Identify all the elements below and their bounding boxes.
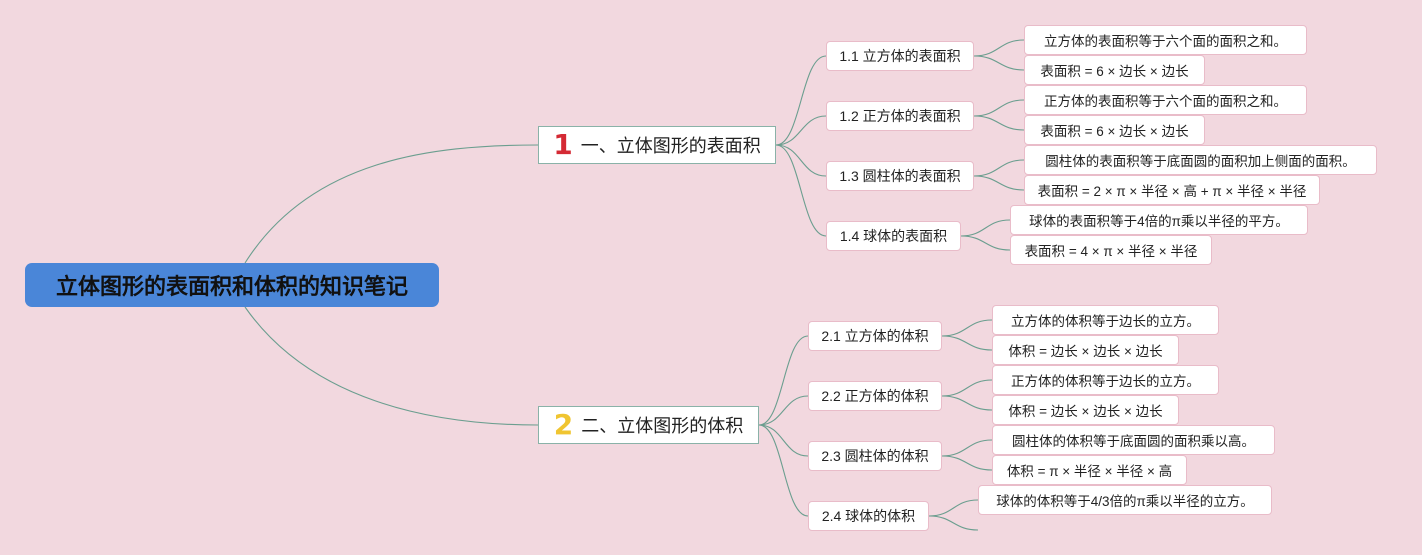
connector-note-1-4-2 xyxy=(960,235,1011,251)
note[interactable]: 立方体的体积等于边长的立方。 xyxy=(992,305,1219,335)
connector-branch-2-sub-4 xyxy=(758,424,809,517)
note[interactable]: 表面积 = 6 × 边长 × 边长 xyxy=(1024,115,1205,145)
note[interactable]: 体积 = π × 半径 × 半径 × 高 xyxy=(992,455,1187,485)
connector-branch-1-sub-2 xyxy=(775,115,827,146)
connector-note-1-3-2 xyxy=(973,175,1025,191)
connector-note-2-2-2 xyxy=(941,395,993,411)
note[interactable]: 表面积 = 6 × 边长 × 边长 xyxy=(1024,55,1205,85)
note[interactable]: 圆柱体的表面积等于底面圆的面积加上侧面的面积。 xyxy=(1024,145,1377,175)
note-text: 正方体的表面积等于六个面的面积之和。 xyxy=(1044,94,1287,109)
connector-note-1-1-2 xyxy=(973,55,1025,71)
note-text: 表面积 = 2 × π × 半径 × 高 + π × 半径 × 半径 xyxy=(1037,184,1307,199)
branch-label: 二、立体图形的体积 xyxy=(581,416,744,436)
note-text: 体积 = 边长 × 边长 × 边长 xyxy=(1008,344,1163,359)
subtopic-2-1[interactable]: 2.1 立方体的体积 xyxy=(808,321,942,351)
note[interactable]: 立方体的表面积等于六个面的面积之和。 xyxy=(1024,25,1307,55)
subtopic-label: 1.1 立方体的表面积 xyxy=(839,48,961,64)
connector-branch-1-sub-1 xyxy=(775,55,827,146)
branch-volume[interactable]: 2 二、立体图形的体积 xyxy=(538,406,759,444)
connector-note-2-2-1 xyxy=(941,379,993,397)
note-text: 体积 = 边长 × 边长 × 边长 xyxy=(1008,404,1163,419)
number-1-icon: 1 xyxy=(553,128,573,161)
subtopic-label: 1.3 圆柱体的表面积 xyxy=(839,168,961,184)
subtopic-label: 2.2 正方体的体积 xyxy=(821,388,929,404)
subtopic-label: 2.1 立方体的体积 xyxy=(821,328,929,344)
note[interactable]: 球体的体积等于4/3倍的π乘以半径的立方。 xyxy=(978,485,1272,515)
root-title: 立体图形的表面积和体积的知识笔记 xyxy=(55,274,408,299)
note[interactable]: 球体的表面积等于4倍的π乘以半径的平方。 xyxy=(1010,205,1308,235)
subtopic-1-2[interactable]: 1.2 正方体的表面积 xyxy=(826,101,974,131)
note-text: 表面积 = 4 × π × 半径 × 半径 xyxy=(1024,244,1198,259)
note[interactable]: 正方体的体积等于边长的立方。 xyxy=(992,365,1219,395)
connector-note-1-3-1 xyxy=(973,159,1025,177)
subtopic-1-3[interactable]: 1.3 圆柱体的表面积 xyxy=(826,161,974,191)
subtopic-2-4[interactable]: 2.4 球体的体积 xyxy=(808,501,929,531)
connector-note-2-3-2 xyxy=(941,455,993,471)
connector-note-2-3-1 xyxy=(941,439,993,457)
connector-branch-2-sub-2 xyxy=(758,395,809,426)
subtopic-label: 2.3 圆柱体的体积 xyxy=(821,448,929,464)
connector-note-1-4-1 xyxy=(960,219,1011,237)
connector-branch-1-sub-4 xyxy=(775,144,827,237)
connector-branch-2-sub-3 xyxy=(758,424,809,457)
subtopic-1-1[interactable]: 1.1 立方体的表面积 xyxy=(826,41,974,71)
connector-note-2-4-1 xyxy=(928,499,979,517)
branch-label: 一、立体图形的表面积 xyxy=(580,136,761,156)
note[interactable]: 表面积 = 4 × π × 半径 × 半径 xyxy=(1010,235,1212,265)
connector-branch-2-sub-1 xyxy=(758,335,809,426)
connector-root-branch-1 xyxy=(244,144,539,264)
connector-note-2-1-2 xyxy=(941,335,993,351)
note-text: 体积 = π × 半径 × 半径 × 高 xyxy=(1006,464,1173,479)
note-text: 圆柱体的体积等于底面圆的面积乘以高。 xyxy=(1012,434,1255,449)
root-topic[interactable]: 立体图形的表面积和体积的知识笔记 xyxy=(25,263,439,307)
subtopic-2-2[interactable]: 2.2 正方体的体积 xyxy=(808,381,942,411)
note-text: 表面积 = 6 × 边长 × 边长 xyxy=(1040,64,1189,79)
connector-note-1-1-1 xyxy=(973,39,1025,57)
note[interactable]: 圆柱体的体积等于底面圆的面积乘以高。 xyxy=(992,425,1275,455)
connector-note-2-1-1 xyxy=(941,319,993,337)
note-text: 球体的体积等于4/3倍的π乘以半径的立方。 xyxy=(996,494,1254,509)
number-2-icon: 2 xyxy=(553,408,574,441)
subtopic-1-4[interactable]: 1.4 球体的表面积 xyxy=(826,221,961,251)
note-text: 正方体的体积等于边长的立方。 xyxy=(1011,374,1200,389)
connector-root-branch-2 xyxy=(244,306,539,426)
connector-note-1-2-2 xyxy=(973,115,1025,131)
note-text: 圆柱体的表面积等于底面圆的面积加上侧面的面积。 xyxy=(1045,154,1356,169)
note[interactable]: 体积 = 边长 × 边长 × 边长 xyxy=(992,335,1179,365)
subtopic-2-3[interactable]: 2.3 圆柱体的体积 xyxy=(808,441,942,471)
connector-note-1-2-1 xyxy=(973,99,1025,117)
connector-branch-1-sub-3 xyxy=(775,144,827,177)
connector-note-2-4-2 xyxy=(928,515,979,531)
note[interactable]: 表面积 = 2 × π × 半径 × 高 + π × 半径 × 半径 xyxy=(1024,175,1320,205)
subtopic-label: 1.2 正方体的表面积 xyxy=(839,108,961,124)
subtopic-label: 1.4 球体的表面积 xyxy=(839,228,948,244)
note-text: 立方体的体积等于边长的立方。 xyxy=(1011,314,1200,329)
note[interactable]: 体积 = 边长 × 边长 × 边长 xyxy=(992,395,1179,425)
branch-surface-area[interactable]: 1 一、立体图形的表面积 xyxy=(538,126,776,164)
note-text: 表面积 = 6 × 边长 × 边长 xyxy=(1040,124,1189,139)
note-text: 立方体的表面积等于六个面的面积之和。 xyxy=(1044,34,1287,49)
subtopic-label: 2.4 球体的体积 xyxy=(821,508,916,524)
note-text: 球体的表面积等于4倍的π乘以半径的平方。 xyxy=(1029,214,1289,229)
note[interactable]: 正方体的表面积等于六个面的面积之和。 xyxy=(1024,85,1307,115)
